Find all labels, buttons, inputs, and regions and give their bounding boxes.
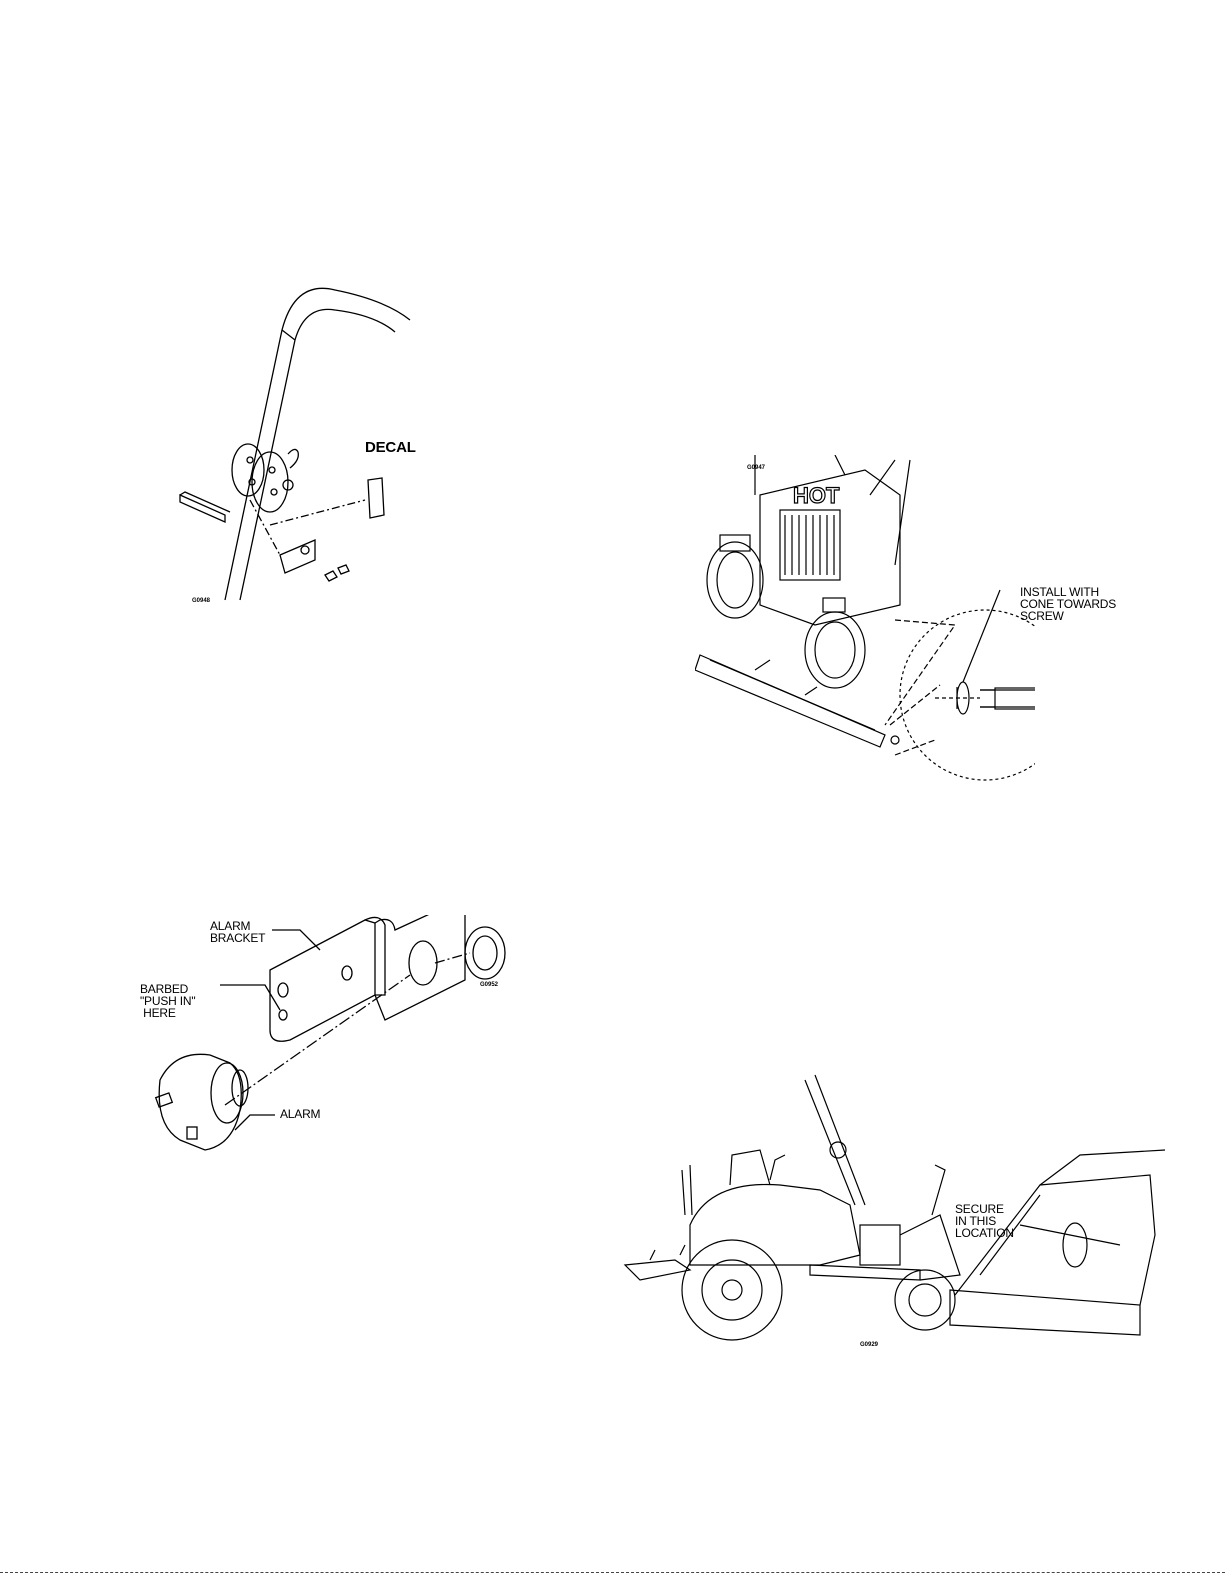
alarm-illustration <box>135 915 535 1165</box>
figure-code: G0947 <box>747 465 765 471</box>
figure-install-cone: HOT <box>695 455 1035 790</box>
secure-location-label: SECURE IN THIS LOCATION <box>955 1203 1014 1239</box>
mower-illustration <box>620 1065 1180 1355</box>
figure-code: G0952 <box>480 982 498 988</box>
page-bottom-rule <box>0 1572 1225 1573</box>
figure-handle-decal: DECAL G0948 <box>170 270 430 615</box>
decal-label: DECAL <box>365 440 416 455</box>
svg-text:HOT: HOT <box>793 483 840 508</box>
barbed-push-in-label: BARBED "PUSH IN" HERE <box>140 983 195 1019</box>
figure-alarm-bracket: ALARM BRACKET BARBED "PUSH IN" HERE ALAR… <box>135 915 535 1165</box>
figure-code: G0948 <box>192 598 210 604</box>
install-cone-label: INSTALL WITH CONE TOWARDS SCREW <box>1020 586 1116 622</box>
alarm-label: ALARM <box>280 1108 320 1120</box>
alarm-bracket-label: ALARM BRACKET <box>210 920 265 944</box>
figure-mower-side: SECURE IN THIS LOCATION G0929 <box>620 1065 1180 1355</box>
figure-code: G0929 <box>860 1342 878 1348</box>
deck-illustration: HOT <box>695 455 1035 790</box>
